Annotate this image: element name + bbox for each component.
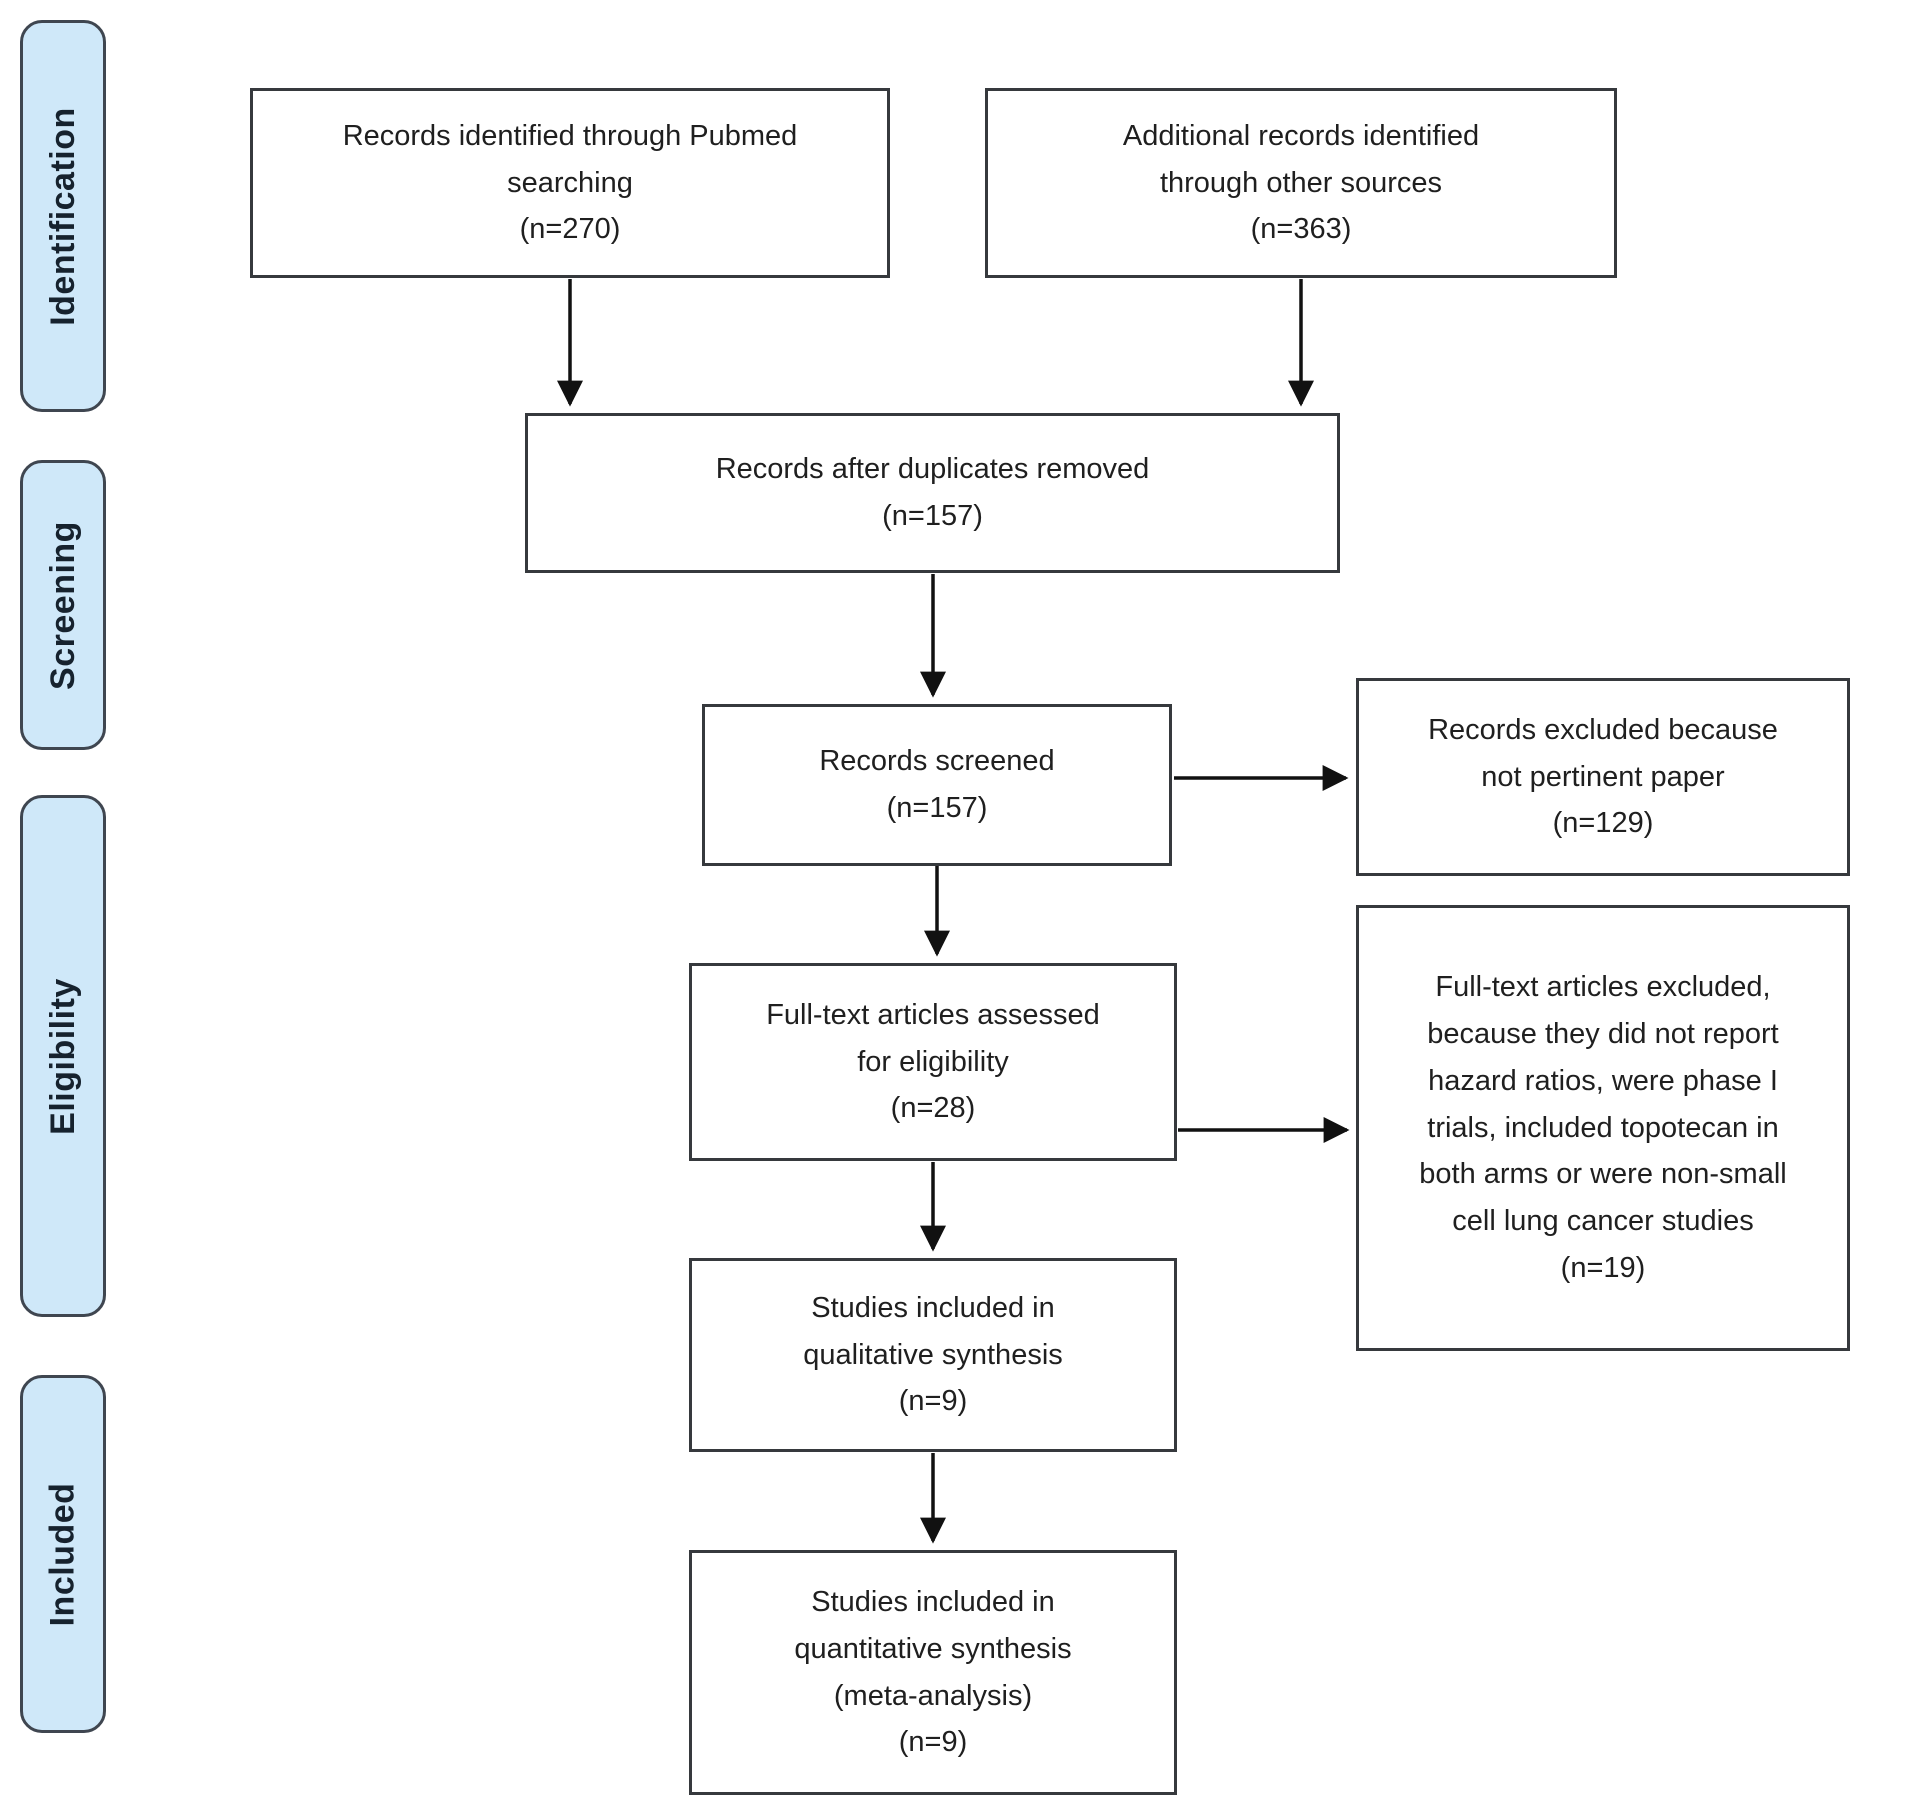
- box-records-screened: Records screened (n=157): [702, 704, 1172, 866]
- stage-pill-eligibility: Eligibility: [20, 795, 106, 1317]
- box-text-records-after-duplicates-removed: Records after duplicates removed (n=157): [715, 453, 1150, 532]
- box-additional-records-other-sources: Additional records identified through ot…: [985, 88, 1617, 278]
- box-records-identified-pubmed: Records identified through Pubmed search…: [250, 88, 890, 278]
- box-text-additional-records-other-sources: Additional records identified through ot…: [1122, 119, 1480, 246]
- box-text-qualitative-synthesis: Studies included in qualitative synthesi…: [803, 1291, 1063, 1418]
- box-text-records-excluded: Records excluded because not pertinent p…: [1428, 713, 1778, 840]
- stage-pill-identification: Identification: [20, 20, 106, 412]
- box-text-fulltext-excluded: Full-text articles excluded, because the…: [1419, 970, 1787, 1285]
- stage-label-eligibility: Eligibility: [43, 977, 82, 1135]
- stage-pill-screening: Screening: [20, 460, 106, 750]
- box-text-quantitative-synthesis: Studies included in quantitative synthes…: [794, 1585, 1072, 1759]
- stage-label-identification: Identification: [43, 106, 82, 326]
- box-fulltext-excluded: Full-text articles excluded, because the…: [1356, 905, 1850, 1351]
- box-text-records-screened: Records screened (n=157): [819, 745, 1055, 824]
- box-text-records-identified-pubmed: Records identified through Pubmed search…: [342, 119, 798, 246]
- box-records-after-duplicates-removed: Records after duplicates removed (n=157): [525, 413, 1340, 573]
- stage-label-screening: Screening: [43, 520, 82, 690]
- box-quantitative-synthesis: Studies included in quantitative synthes…: [689, 1550, 1177, 1795]
- box-records-excluded: Records excluded because not pertinent p…: [1356, 678, 1850, 876]
- stage-pill-included: Included: [20, 1375, 106, 1733]
- box-qualitative-synthesis: Studies included in qualitative synthesi…: [689, 1258, 1177, 1452]
- box-text-fulltext-assessed: Full-text articles assessed for eligibil…: [766, 998, 1100, 1125]
- box-fulltext-assessed: Full-text articles assessed for eligibil…: [689, 963, 1177, 1161]
- stage-label-included: Included: [43, 1482, 82, 1626]
